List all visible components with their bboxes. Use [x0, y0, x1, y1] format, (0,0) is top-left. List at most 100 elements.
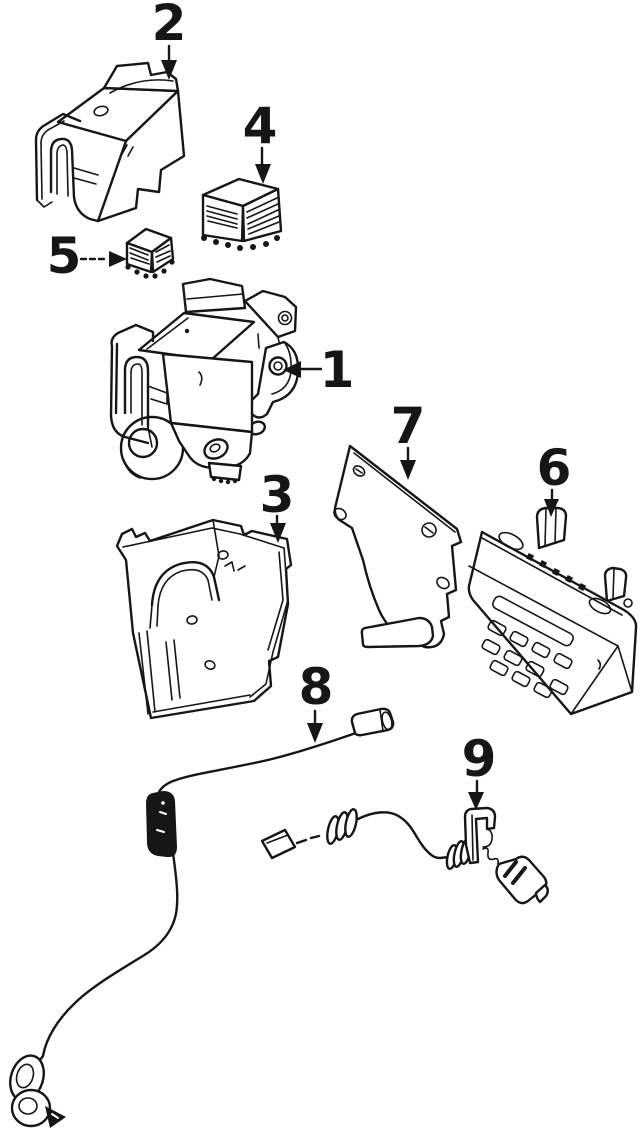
harness8-wire-lower [38, 851, 179, 1062]
relay-pin [274, 235, 280, 241]
relay-pin [263, 241, 269, 247]
bracket3-bottom-line [152, 694, 251, 713]
bracket3-outline [115, 518, 293, 720]
module-slots [481, 619, 573, 699]
callout-8: 8 [299, 658, 334, 743]
harness8-clip-marks [156, 811, 167, 833]
cover-top-hole [93, 105, 109, 117]
relay-pin [134, 269, 140, 275]
bracket7-foot [360, 616, 435, 649]
bracket3-right-flange2 [267, 551, 284, 651]
abs-left-arch-inner [130, 363, 143, 426]
cover-saddle-foot [36, 199, 53, 208]
abs-tower-hole-outer [277, 310, 293, 326]
callout-1: 1 [283, 341, 354, 399]
harness9-square-inner [266, 834, 289, 844]
harness9-bracket-rib [471, 814, 474, 861]
grommet-rib [344, 808, 358, 838]
abs-top-block-lid [186, 293, 244, 300]
harness9-connector-bands [503, 860, 527, 885]
bracket7-plate [333, 444, 463, 649]
callout-1-label: 1 [320, 341, 355, 399]
callout-9-label: 9 [462, 730, 497, 788]
harness8-connector-seam [379, 709, 384, 732]
relay-pin [213, 239, 219, 245]
harness8-wire-upper [155, 731, 358, 802]
part-7-bracket [333, 444, 463, 649]
bracket7-hole-4 [436, 576, 450, 590]
bracket3-hole-1 [217, 550, 229, 560]
cover-right-face [96, 89, 186, 223]
callout-5: 5 [47, 227, 127, 285]
callout-7-label: 7 [391, 397, 426, 455]
cover-saddle-outer [34, 112, 82, 202]
abs-tower-hole-inner [281, 314, 289, 322]
relay-pin [143, 273, 149, 279]
abs-top-dot [184, 328, 190, 334]
relay5-ribs [129, 244, 171, 265]
abs-bottom-cylinder [207, 461, 243, 482]
callout-8-label: 8 [299, 658, 334, 716]
relay-pin [201, 235, 207, 241]
cover-saddle-channel [49, 137, 76, 199]
harness9-bracket [463, 806, 497, 865]
abs-motor-hub [127, 427, 159, 459]
callout-8-arrowhead [307, 723, 323, 743]
sensor-lobe-2-inner [18, 1097, 38, 1115]
harness8-connector-cap [381, 711, 393, 731]
terminal [564, 574, 574, 584]
abs-bottom-teeth [211, 476, 238, 485]
slot [533, 681, 553, 699]
harness9-dashes [295, 834, 321, 845]
bracket3-hole-2 [186, 615, 198, 625]
abs-tower-edges [257, 333, 280, 349]
harness9-square-connector [260, 828, 297, 860]
bracket7-hole-3-slash [424, 526, 434, 534]
abs-left-arch [123, 355, 150, 429]
relay4-ribs-right [246, 197, 280, 235]
abs-boss [203, 438, 229, 460]
abs-left-join [147, 426, 153, 448]
harness8-sensor-head [9, 1054, 66, 1128]
module-oval-2 [588, 597, 612, 615]
terminal [538, 559, 548, 569]
abs-boss-inner [209, 443, 221, 453]
abs-clamp [248, 340, 300, 419]
tooth [211, 476, 217, 482]
part-8-sensor-harness [9, 707, 395, 1128]
part-4-relay [201, 177, 283, 251]
tooth [218, 478, 224, 484]
callout-1-arrowhead [283, 361, 301, 378]
bracket3-tabs [224, 561, 246, 572]
relay4-left [201, 193, 245, 243]
callout-4: 4 [243, 97, 277, 184]
callout-2: 2 [152, 0, 186, 80]
abs-tower-bracket [243, 289, 298, 339]
terminal [551, 567, 561, 577]
harness9-wire [356, 811, 451, 860]
callout-4-arrowhead [255, 164, 271, 184]
part-2-cover [34, 61, 186, 223]
slot [549, 678, 569, 696]
slot [503, 649, 523, 667]
module-terminal-row [525, 552, 587, 592]
bracket3-right-flange [249, 547, 289, 698]
abs-motor-rim [123, 461, 141, 479]
harness9-connector-cap [534, 883, 549, 904]
terminal [577, 582, 587, 592]
bracket7-edge-line [353, 452, 456, 533]
relay5-pins [125, 259, 175, 279]
abs-main-top-face [137, 311, 256, 362]
slot [489, 659, 509, 677]
part-6-control-module [467, 506, 638, 716]
abs-front-face [161, 352, 254, 434]
cover-shelf [73, 167, 99, 185]
module-face-edge [468, 565, 633, 715]
relay4-ribs-left [206, 205, 238, 229]
sensor-tip-slash [51, 1113, 59, 1119]
callout-5-label: 5 [47, 227, 82, 285]
cover-saddle-outer2 [40, 120, 65, 200]
abs-port-outer [268, 356, 288, 376]
